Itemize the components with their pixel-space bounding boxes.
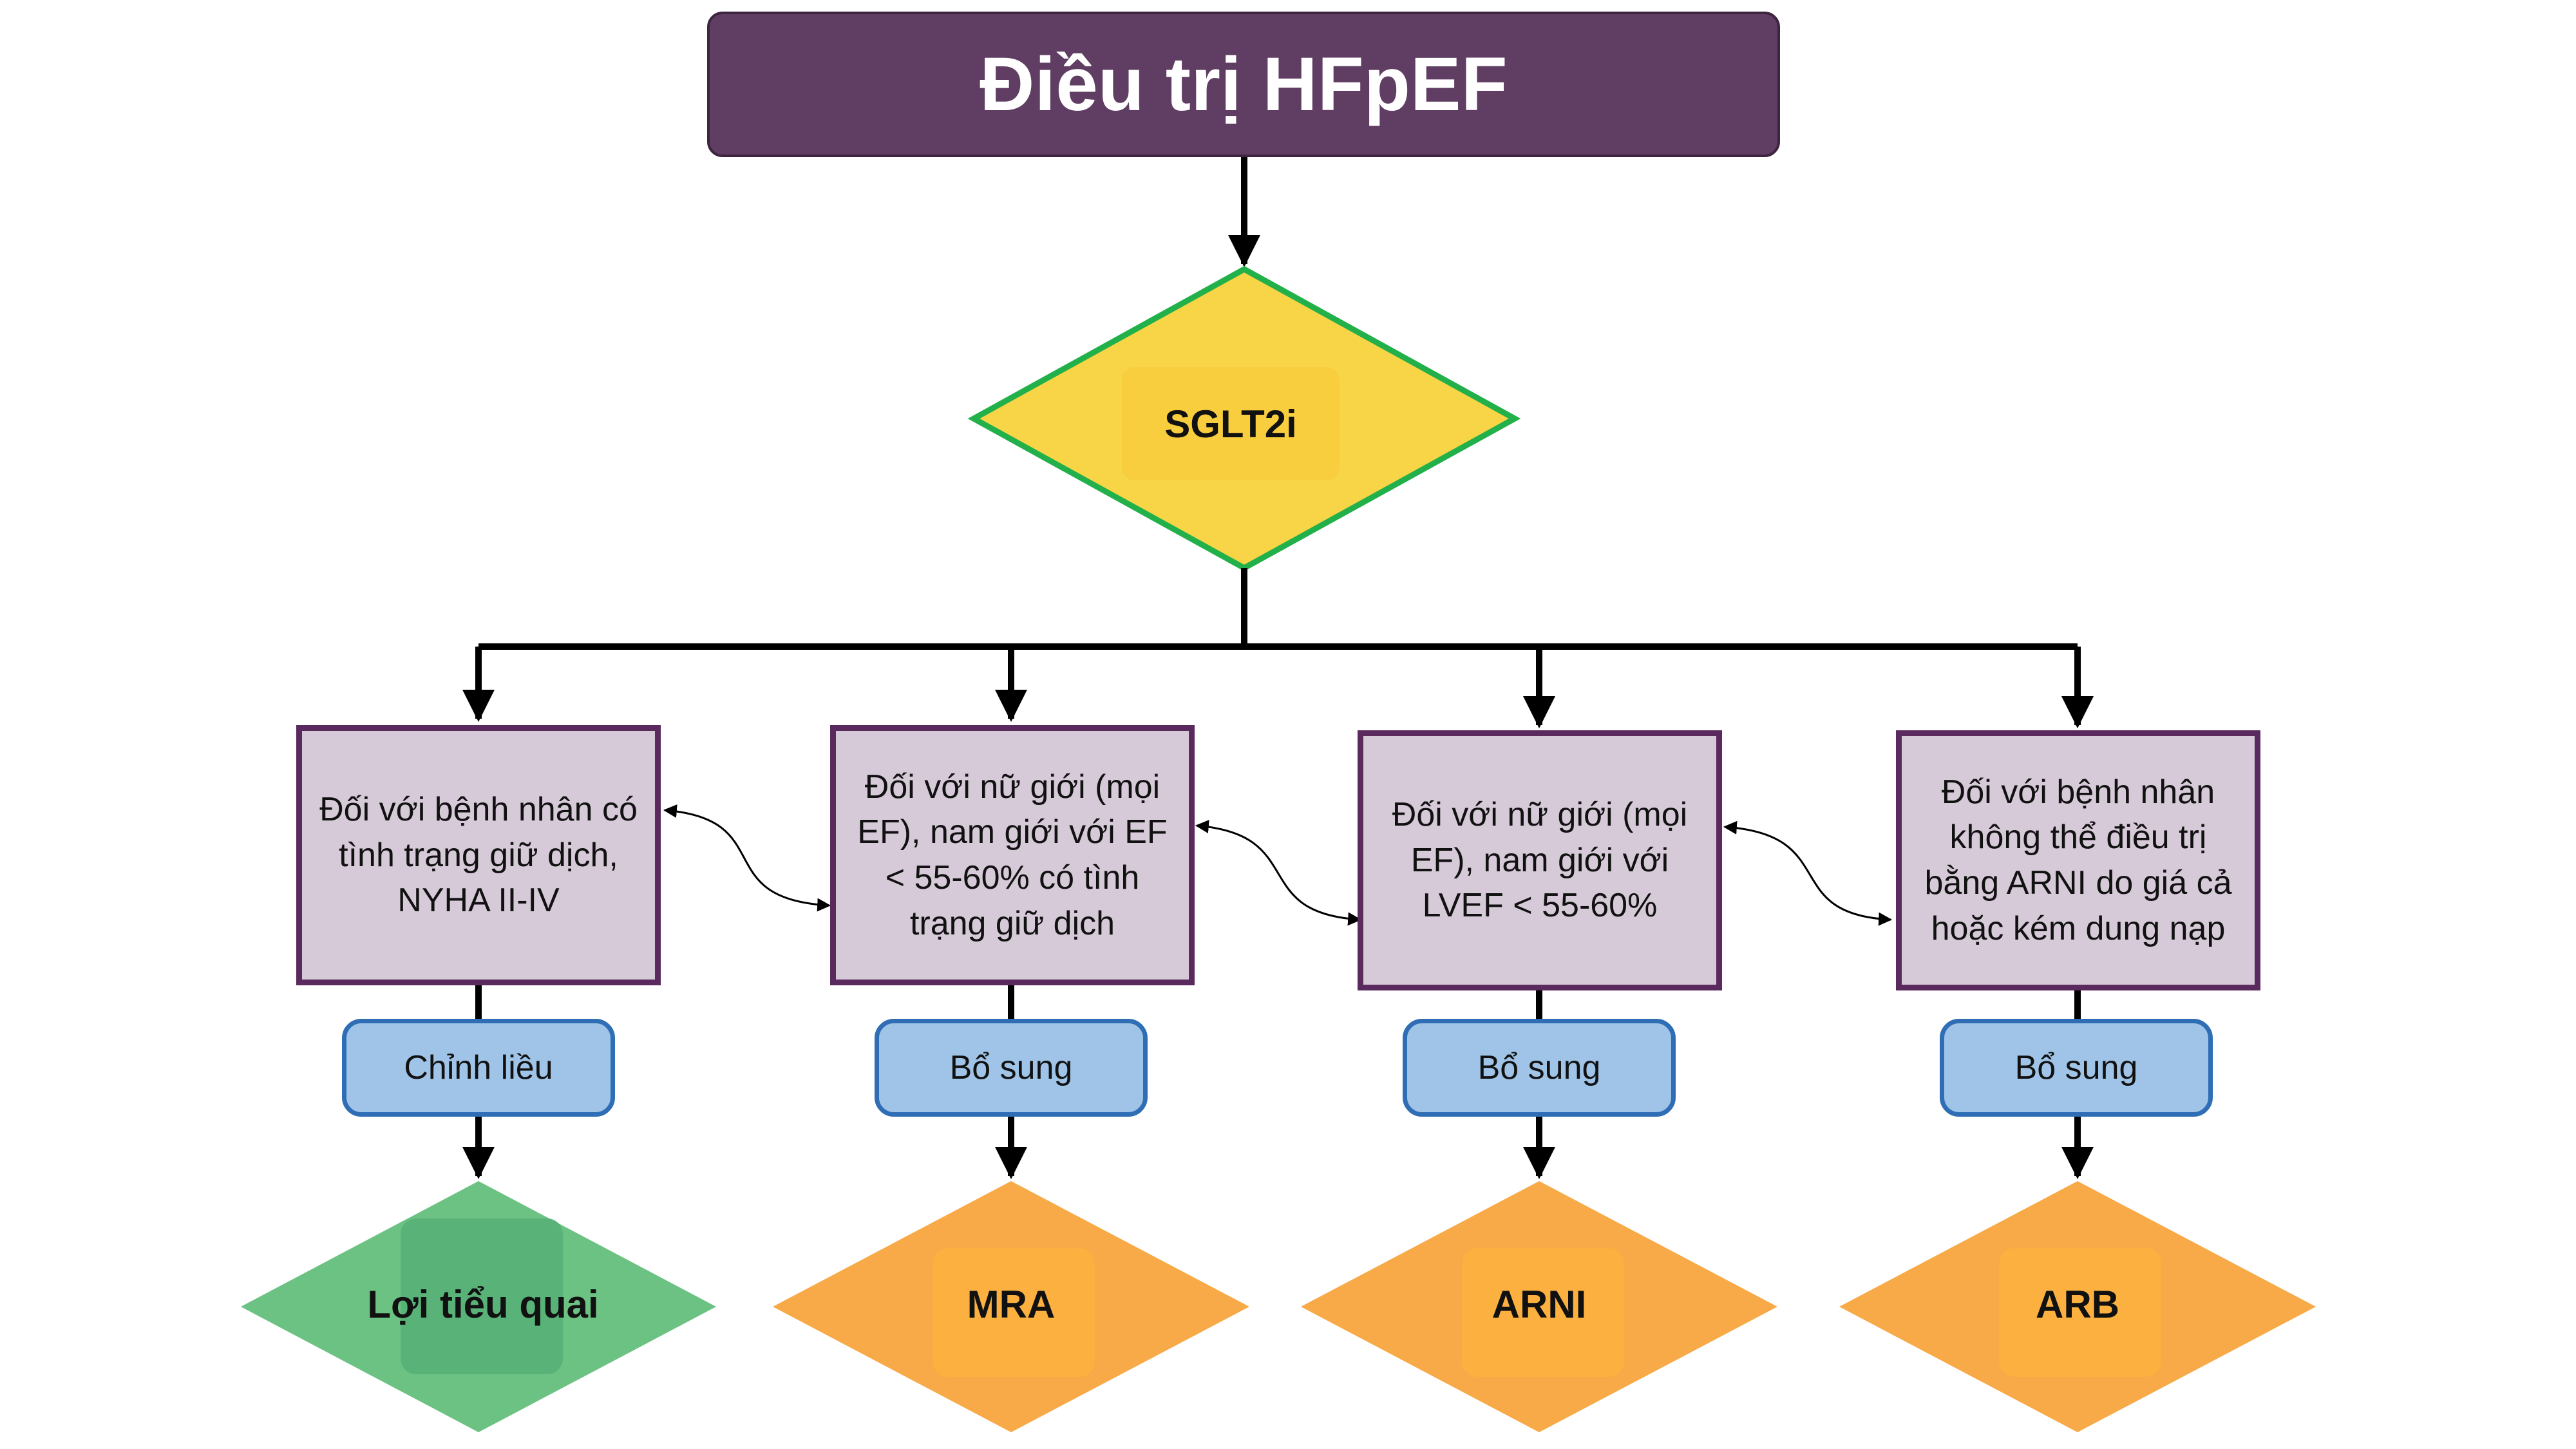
sglt2i-label-highlight [1122, 367, 1340, 480]
sglt2i-label: SGLT2i [1164, 402, 1297, 446]
drug-label-arb: ARB [2036, 1282, 2119, 1326]
action-pill-adjust-dose: Chỉnh liều [342, 1019, 615, 1117]
drug-label-mra: MRA [967, 1282, 1056, 1326]
condition-text: Đối với bệnh nhân có tình trạng giữ dịch… [319, 790, 638, 920]
drug-label-highlight-arb [1999, 1248, 2161, 1377]
action-pill-add-arb: Bổ sung [1940, 1019, 2213, 1117]
condition-text: Đối với bệnh nhân không thể điều trị bằn… [1924, 773, 2232, 947]
action-pill-add-arni: Bổ sung [1403, 1019, 1676, 1117]
action-pill-add-mra: Bổ sung [875, 1019, 1148, 1117]
link-condition-1-2 [663, 804, 831, 912]
condition-box-arni: Đối với nữ giới (mọi EF), nam giới với L… [1358, 730, 1722, 990]
drug-label-highlight-arni [1462, 1248, 1624, 1377]
condition-box-arb: Đối với bệnh nhân không thể điều trị bằn… [1896, 730, 2260, 990]
condition-text: Đối với nữ giới (mọi EF), nam giới với E… [857, 768, 1168, 942]
title-box: Điều trị HFpEF [707, 12, 1780, 157]
condition-text: Đối với nữ giới (mọi EF), nam giới với L… [1392, 795, 1688, 925]
drug-label-loop-diuretic: Lợi tiểu quai [367, 1282, 599, 1326]
condition-box-fluid-retention: Đối với bệnh nhân có tình trạng giữ dịch… [296, 725, 661, 985]
link-condition-2-3 [1195, 820, 1362, 926]
drug-label-arni: ARNI [1492, 1282, 1587, 1326]
drug-label-highlight-mra [933, 1248, 1095, 1377]
drug-label-highlight-loop-diuretic [401, 1218, 563, 1374]
link-condition-3-4 [1723, 820, 1893, 926]
condition-box-mra: Đối với nữ giới (mọi EF), nam giới với E… [830, 725, 1195, 985]
page-title: Điều trị HFpEF [980, 42, 1508, 127]
